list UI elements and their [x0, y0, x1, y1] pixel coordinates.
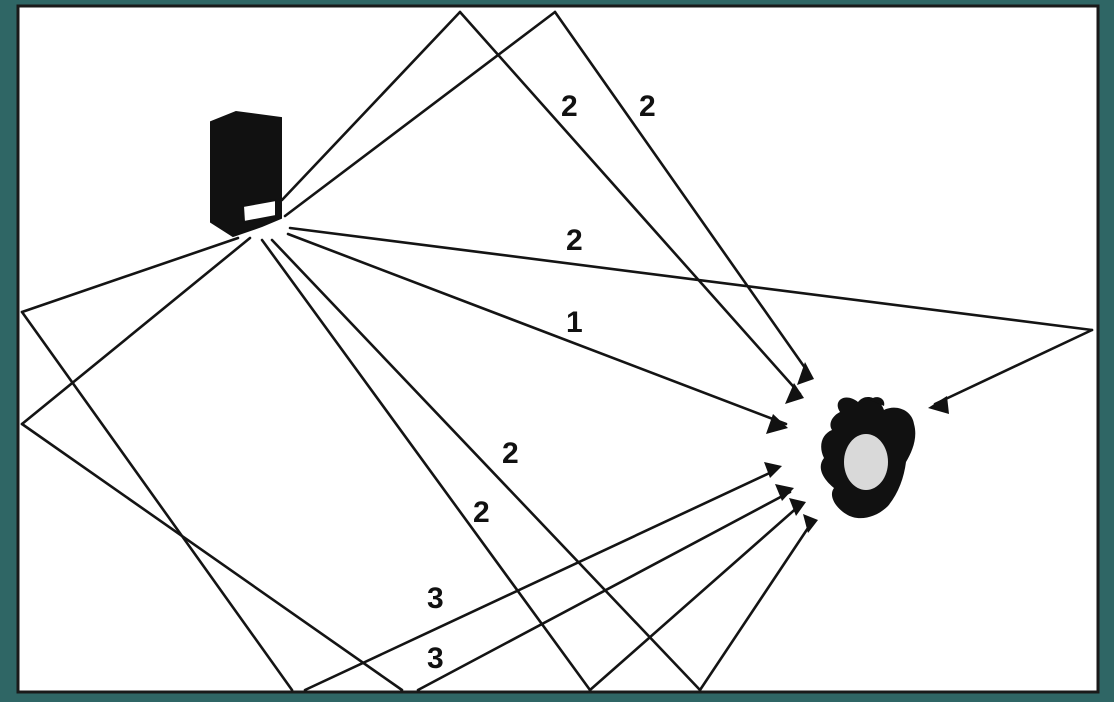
path-label-floor-upper: 3	[427, 582, 444, 615]
path-label-lower-upper: 2	[502, 437, 519, 470]
path-label-side-wall: 2	[566, 224, 583, 257]
path-label-top-left: 2	[561, 90, 578, 123]
path-label-lower-lower: 2	[473, 496, 490, 529]
loudspeaker-icon	[211, 112, 281, 236]
path-label-floor-lower: 3	[427, 642, 444, 675]
path-label-top-right: 2	[639, 90, 656, 123]
room-boundary	[18, 6, 1098, 692]
path-label-direct: 1	[566, 306, 583, 339]
